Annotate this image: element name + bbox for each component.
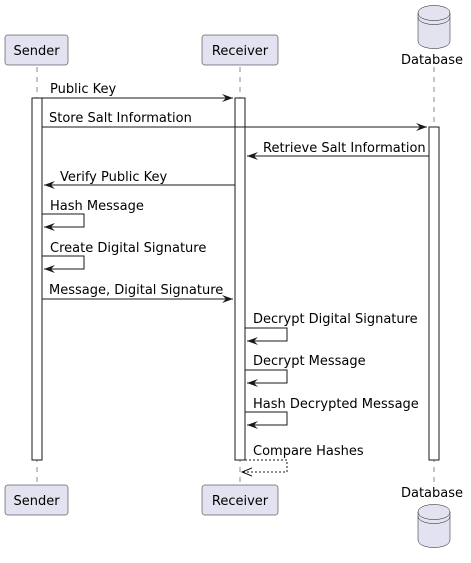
message-store-salt: Store Salt Information xyxy=(42,111,427,131)
message-label: Decrypt Message xyxy=(253,354,366,369)
participant-database-bottom: Database xyxy=(401,486,463,548)
arrowhead xyxy=(247,379,258,387)
arrowhead xyxy=(247,337,258,345)
participant-sender-top: Sender xyxy=(4,34,69,66)
participant-receiver-top: Receiver xyxy=(201,34,279,66)
participant-database-label: Database xyxy=(401,53,463,68)
database-icon-bottom xyxy=(417,504,451,548)
participant-sender-bottom: Sender xyxy=(4,484,69,516)
arrowhead xyxy=(247,421,258,429)
participant-receiver-label: Receiver xyxy=(212,44,269,59)
open-arrowhead xyxy=(240,467,253,477)
message-decrypt-message: Decrypt Message xyxy=(245,354,366,387)
message-label: Compare Hashes xyxy=(253,444,364,459)
arrowhead xyxy=(416,123,427,131)
message-retrieve-salt: Retrieve Salt Information xyxy=(247,141,429,160)
message-label: Verify Public Key xyxy=(60,170,167,185)
participant-receiver-label-bottom: Receiver xyxy=(212,494,269,509)
message-label: Decrypt Digital Signature xyxy=(253,312,418,327)
database-activation xyxy=(428,126,440,461)
arrowhead xyxy=(222,295,233,303)
message-message-signature: Message, Digital Signature xyxy=(42,283,233,303)
message-label: Retrieve Salt Information xyxy=(263,141,426,156)
arrowhead xyxy=(44,181,55,189)
message-label: Hash Message xyxy=(50,199,144,214)
arrowhead xyxy=(44,223,55,231)
participant-database-label-bottom: Database xyxy=(401,486,463,501)
message-public-key: Public Key xyxy=(37,82,233,102)
message-label: Public Key xyxy=(50,82,116,97)
database-icon xyxy=(417,5,451,49)
message-label: Create Digital Signature xyxy=(50,241,206,256)
arrowhead xyxy=(222,94,233,102)
message-decrypt-signature: Decrypt Digital Signature xyxy=(245,312,418,345)
message-create-signature: Create Digital Signature xyxy=(42,241,206,273)
sender-activation xyxy=(31,97,43,461)
participant-sender-label: Sender xyxy=(13,44,60,59)
participant-database-top: Database xyxy=(401,5,463,68)
message-label: Message, Digital Signature xyxy=(49,283,223,298)
participant-receiver-bottom: Receiver xyxy=(201,484,279,516)
message-label: Store Salt Information xyxy=(49,111,192,126)
message-label: Hash Decrypted Message xyxy=(253,397,419,412)
receiver-activation xyxy=(234,97,246,461)
arrowhead xyxy=(247,152,258,160)
message-compare-hashes: Compare Hashes xyxy=(240,444,364,477)
message-hash-decrypted: Hash Decrypted Message xyxy=(245,397,419,429)
participant-sender-label-bottom: Sender xyxy=(13,494,60,509)
arrowhead xyxy=(44,265,55,273)
message-hash-message: Hash Message xyxy=(42,199,144,231)
message-verify-public-key: Verify Public Key xyxy=(44,170,235,189)
